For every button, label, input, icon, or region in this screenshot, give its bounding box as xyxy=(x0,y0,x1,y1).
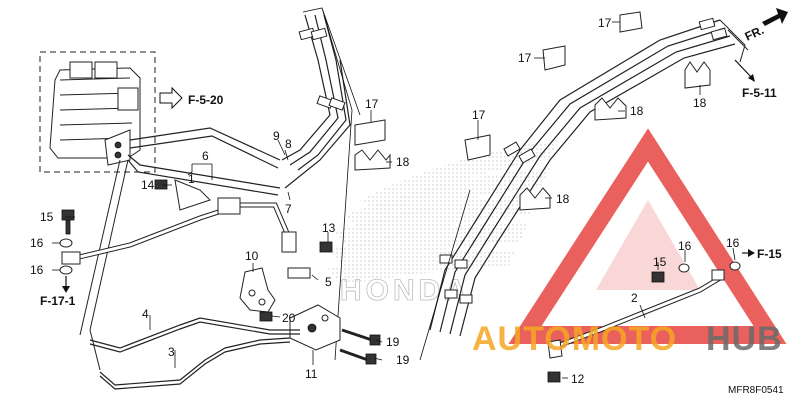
callout-10: 10 xyxy=(245,249,259,263)
automotohub-logo-mark xyxy=(508,128,787,344)
washer-16-right-a[interactable] xyxy=(678,263,690,273)
leader-lines xyxy=(52,21,736,379)
callout-3: 3 xyxy=(168,345,175,359)
clip-17-right-c[interactable] xyxy=(464,134,491,161)
clip-17-left[interactable] xyxy=(354,119,386,146)
ref-arrow-f511[interactable]: F-5-11 xyxy=(734,59,777,100)
callout-16-right-a: 16 xyxy=(678,239,692,253)
bolt-19-a[interactable] xyxy=(341,328,381,346)
watermark-brand-part2: HUB xyxy=(706,320,783,358)
callout-2: 2 xyxy=(631,291,638,305)
clip-18-right-c[interactable] xyxy=(519,187,551,211)
brake-joint-11[interactable] xyxy=(289,304,341,351)
callout-19-b: 19 xyxy=(396,353,410,367)
callout-13: 13 xyxy=(322,221,336,235)
bolt-15-right[interactable] xyxy=(651,271,665,283)
callout-17-mid: 17 xyxy=(472,108,486,122)
brake-pipe-4[interactable] xyxy=(89,317,300,353)
bolt-15-left[interactable] xyxy=(61,209,75,235)
ref-arrow-f171[interactable]: F-17-1 xyxy=(40,276,76,308)
washer-16-right-b[interactable] xyxy=(729,261,741,271)
front-label: FR. xyxy=(743,23,766,44)
callout-18-left: 18 xyxy=(396,155,410,169)
clip-17-right-b[interactable] xyxy=(542,45,566,71)
abs-modulator[interactable] xyxy=(39,51,156,173)
callout-7: 7 xyxy=(285,202,292,216)
bolt-13[interactable] xyxy=(319,241,333,253)
ref-arrow-f15[interactable]: F-15 xyxy=(742,247,782,261)
callout-18-mid: 18 xyxy=(556,192,570,206)
callout-12: 12 xyxy=(571,372,585,386)
callout-14: 14 xyxy=(141,178,155,192)
callout-4: 4 xyxy=(142,307,149,321)
callout-1: 1 xyxy=(188,172,195,186)
brake-pipes-rear[interactable] xyxy=(419,17,749,361)
brake-hose-front[interactable] xyxy=(61,179,297,265)
callout-11: 11 xyxy=(305,367,318,381)
callout-17-left: 17 xyxy=(365,97,379,111)
callout-20: 20 xyxy=(282,311,296,325)
washer-16-left-b[interactable] xyxy=(59,265,73,275)
ref-arrow-f520[interactable]: F-5-20 xyxy=(159,86,224,110)
brake-hose-2[interactable] xyxy=(547,269,725,359)
bolt-19-b[interactable] xyxy=(339,348,377,365)
ref-label-f511: F-5-11 xyxy=(742,86,777,100)
callout-8: 8 xyxy=(285,137,292,151)
callout-5: 5 xyxy=(325,275,332,289)
brake-pipe-3[interactable] xyxy=(99,337,291,390)
callout-19-a: 19 xyxy=(386,335,400,349)
callout-16-left-b: 16 xyxy=(30,263,44,277)
clip-17-right-a[interactable] xyxy=(619,11,643,33)
callout-16-right-b: 16 xyxy=(726,236,740,250)
callout-16-left-a: 16 xyxy=(30,236,44,250)
callout-15-left: 15 xyxy=(40,210,54,224)
ref-label-f520: F-5-20 xyxy=(188,93,224,107)
front-direction-indicator: FR. xyxy=(743,8,788,44)
bracket-10[interactable] xyxy=(239,267,276,313)
callout-17-top: 17 xyxy=(518,51,532,65)
callout-9: 9 xyxy=(273,129,280,143)
honda-wing-watermark: HONDA xyxy=(328,140,560,307)
bolt-14[interactable] xyxy=(154,179,168,190)
callout-6: 6 xyxy=(202,149,209,163)
ref-label-f171: F-17-1 xyxy=(40,294,76,308)
clip-18-right-a[interactable] xyxy=(684,61,711,89)
brake-pipes-upper[interactable] xyxy=(127,7,361,361)
automotohub-wordmark: AUTOMOTO HUB xyxy=(472,320,783,358)
hose-clamp-bracket xyxy=(174,179,211,211)
bolt-12[interactable] xyxy=(547,371,561,383)
callout-18-right: 18 xyxy=(693,96,707,110)
fitting-5[interactable] xyxy=(287,267,311,279)
bolt-20[interactable] xyxy=(259,311,273,322)
callout-17-topright: 17 xyxy=(598,16,612,30)
callout-15-right: 15 xyxy=(653,255,667,269)
watermark-brand-part1: AUTOMOTO xyxy=(472,320,677,358)
callout-18-upper: 18 xyxy=(630,104,644,118)
clip-18-left[interactable] xyxy=(354,149,391,171)
washer-16-left-a[interactable] xyxy=(59,238,73,248)
callouts: 1 2 3 4 5 6 7 8 9 10 11 12 13 14 15 15 1… xyxy=(30,16,740,386)
brake-pipes-left[interactable] xyxy=(79,159,129,371)
clip-18-right-b[interactable] xyxy=(594,97,627,121)
ref-label-f15: F-15 xyxy=(757,247,782,261)
diagram-code: MFR8F0541 xyxy=(728,385,784,396)
